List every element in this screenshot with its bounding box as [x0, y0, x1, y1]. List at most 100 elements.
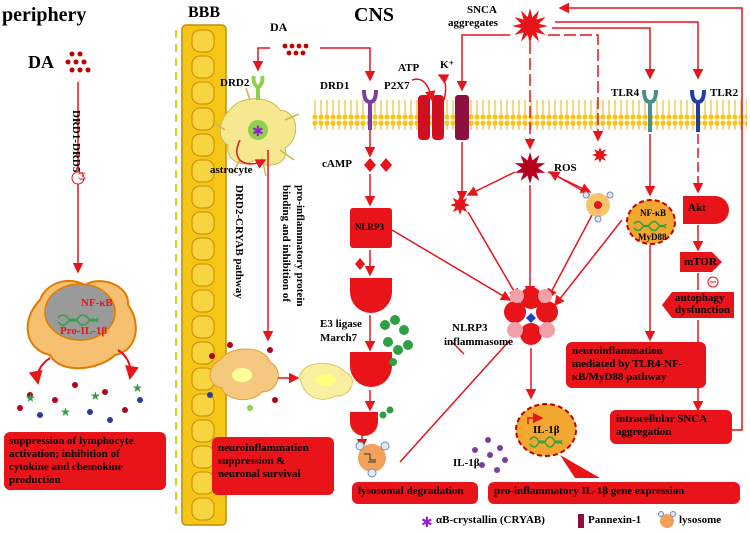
immune-cell	[26, 280, 137, 370]
myd88-label: MyD88	[638, 232, 667, 242]
ros-label: ROS	[554, 162, 577, 174]
k-arrow	[437, 74, 450, 101]
astro-inhibit-arrow	[236, 139, 267, 169]
pro-il1b-label: Pro-IL-1β	[60, 325, 108, 337]
tlr4-to-inflammasome-arrow	[554, 219, 623, 307]
binding-inhibition-label: binding and inhibition of	[280, 185, 292, 303]
autophagy-label-2: dysfunction	[675, 304, 731, 316]
lysosomal-degradation-box: lysosomal degradation	[352, 482, 478, 504]
bbb-cell	[191, 159, 215, 183]
camp-diamonds	[364, 158, 392, 172]
snca-label-2: aggregates	[448, 17, 498, 29]
legend-pannexin-icon	[578, 514, 584, 528]
snca-box-line-1: intracellular SNCA	[616, 413, 708, 425]
drd1-label: DRD1	[320, 80, 350, 92]
drd2-label: DRD2	[220, 77, 250, 89]
svg-text:★: ★	[60, 405, 71, 419]
astrocyte-cell: ✱	[212, 87, 300, 177]
snca-aggregates	[512, 8, 548, 44]
p2x7-label: P2X7	[384, 80, 410, 92]
il1b-free-label: IL-1β	[453, 457, 480, 469]
autophagy-label-1: autophagy	[675, 292, 725, 304]
astrocyte-label: astrocyte	[210, 164, 253, 176]
astrocyte-activated	[207, 342, 279, 411]
atp-label: ATP	[398, 62, 420, 74]
mtor-shape	[680, 252, 722, 272]
legend-lysosome-icon	[658, 511, 676, 528]
snca-label-1: SNCA	[467, 4, 497, 16]
tlr4-outcome-box: neuroinflammation mediated by TLR4-NF- κ…	[566, 342, 706, 388]
nlrp3-half-3	[350, 412, 378, 436]
nlrp3-block-label: NLRP3	[355, 222, 384, 232]
tlr4-box-line-2: mediated by TLR4-NF-	[572, 358, 683, 370]
il1b-expression-box: pro-inflammatory IL-1β gene expression	[488, 482, 740, 504]
akt-shape	[683, 196, 729, 224]
periphery-box-line-3: cytokine and chemokine	[9, 461, 123, 473]
lysosome-inhibit-line	[399, 339, 511, 463]
astro-box-line-2: suppression &	[218, 455, 286, 467]
bbb-cell	[191, 185, 215, 209]
snca-to-tlr4-arrow	[552, 27, 656, 80]
svg-text:★: ★	[132, 381, 143, 395]
tlr2-receptor	[690, 89, 706, 132]
bbb-endothelial-column	[181, 24, 227, 526]
periph-inhibit-symbol: (-)	[78, 172, 87, 180]
inhibit-bar	[451, 341, 465, 355]
vesicle-right	[582, 191, 614, 223]
svg-text:★: ★	[90, 389, 101, 403]
bbb-cell	[191, 497, 215, 521]
march7-label: March7	[320, 332, 358, 344]
autophagy-shape	[662, 292, 734, 318]
svg-text:★: ★	[25, 391, 36, 405]
nfkb-myd88-nucleus	[626, 199, 676, 245]
bbb-cell	[191, 107, 215, 131]
snca-aggregation-box: intracellular SNCA aggregation	[610, 410, 732, 444]
nlrp3-half-1	[350, 278, 392, 313]
da-to-drd1-arrow	[320, 47, 376, 82]
section-bbb: BBB	[188, 4, 221, 21]
bbb-cell	[191, 393, 215, 417]
astro-box-line-3: neuronal survival	[218, 468, 301, 480]
da-molecules-cns	[282, 43, 309, 56]
periphery-outcome-box: suppression of lymphocyte activation; in…	[4, 432, 166, 490]
proinflammatory-protein-label: pro-inflammatory protein	[294, 185, 306, 307]
bbb-cell	[191, 133, 215, 157]
nlrp3-inflammasome-label-2: inflammasome	[444, 336, 514, 348]
ros-to-leftstar-arrow	[466, 171, 516, 196]
e3-ligase-label: E3 ligase	[320, 318, 362, 330]
nfkb-cell-label: NF-κB	[81, 297, 113, 309]
snca-to-tlr2-arrow	[555, 21, 704, 80]
periphery-box-line-4: production	[9, 474, 61, 486]
il1b-molecules	[472, 437, 508, 473]
nlrp3-to-inflammasome-arrow	[391, 229, 512, 301]
snca-box-line-2: aggregation	[616, 426, 672, 438]
bbb-cell	[191, 81, 215, 105]
drd2-cryab-label: DRD2-CRYAB pathway	[233, 185, 245, 299]
nlrp3-half-2	[350, 352, 392, 387]
mtor-label: mTOR	[684, 256, 717, 268]
camp-label: cAMP	[322, 158, 352, 170]
da-to-drd2-arrow	[252, 47, 270, 72]
il1b-gene-label: IL-1β	[533, 424, 560, 436]
bbb-cell	[191, 289, 215, 313]
cell-out-arrow-left	[28, 357, 51, 385]
nlrp3-diamond-1	[355, 258, 365, 270]
nlrp3-inflammasome	[504, 287, 558, 345]
section-cns: CNS	[354, 4, 395, 26]
akt-label: Akt	[688, 202, 706, 214]
section-periphery: periphery	[2, 4, 87, 26]
rightvesicle-to-ros-arrow	[548, 171, 591, 196]
snca-to-pannexin-arrow	[456, 34, 510, 92]
svg-text:✱: ✱	[252, 125, 264, 140]
da-periphery-label: DA	[28, 52, 54, 72]
tlr2-label: TLR2	[710, 87, 739, 99]
legend-pannexin-label: Pannexin-1	[588, 514, 642, 526]
atp-arrow	[411, 78, 436, 102]
tlr4-box-line-3: κB/MyD88 pathway	[572, 371, 667, 383]
bbb-cell	[191, 29, 215, 53]
leftstar-to-inflammasome-arrow	[467, 211, 519, 300]
legend-crystallin-icon: ✱	[421, 516, 433, 531]
bbb-cell	[191, 211, 215, 235]
bbb-cell	[191, 315, 215, 339]
